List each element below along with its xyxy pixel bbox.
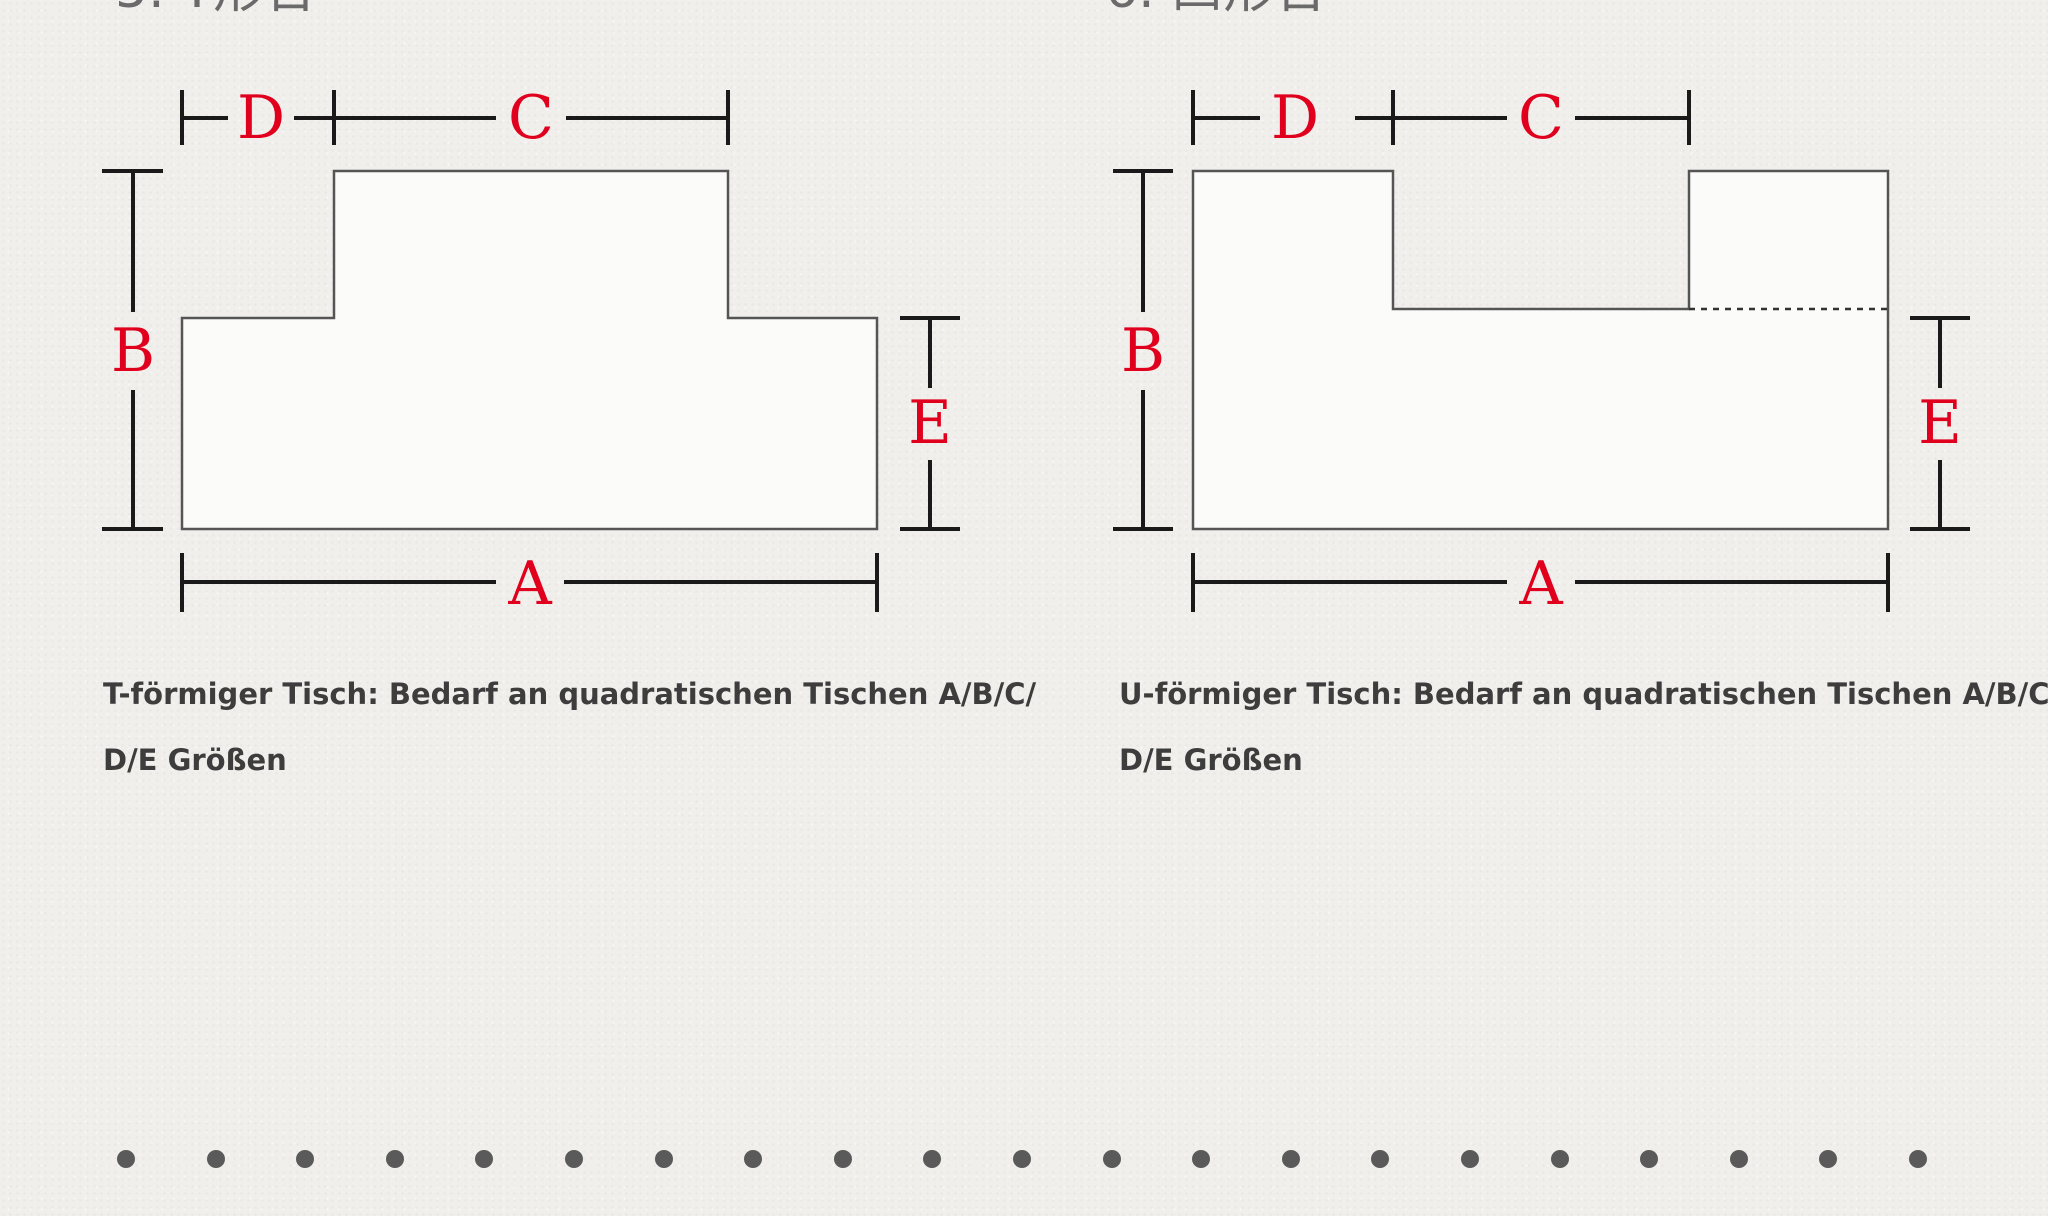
divider-dot bbox=[1819, 1150, 1837, 1168]
label-d: D bbox=[237, 83, 285, 153]
dimension-a bbox=[180, 553, 879, 612]
caption-line: T-förmiger Tisch: Bedarf an quadratische… bbox=[103, 677, 1037, 711]
t-table-heading: 5. T形台 bbox=[115, 0, 317, 16]
divider-dot bbox=[296, 1150, 314, 1168]
u-table-heading: 6. 凹形台 bbox=[1105, 0, 1327, 16]
t-table-caption: T-förmiger Tisch: Bedarf an quadratische… bbox=[103, 661, 1037, 793]
dimension-c bbox=[334, 90, 730, 145]
label-b: B bbox=[1121, 316, 1165, 386]
dimension-b bbox=[102, 169, 163, 531]
divider-dot bbox=[565, 1150, 583, 1168]
divider-dot bbox=[1551, 1150, 1569, 1168]
divider-dot bbox=[1371, 1150, 1389, 1168]
label-d: D bbox=[1271, 83, 1319, 153]
divider-dot bbox=[1282, 1150, 1300, 1168]
divider-dot bbox=[475, 1150, 493, 1168]
t-table-shape bbox=[180, 169, 879, 531]
divider-dot bbox=[1461, 1150, 1479, 1168]
label-c: C bbox=[1518, 83, 1564, 153]
caption-line: U-förmiger Tisch: Bedarf an quadratische… bbox=[1119, 677, 2048, 711]
caption-line: D/E Größen bbox=[103, 743, 287, 777]
dimension-b bbox=[1113, 169, 1173, 531]
label-e: E bbox=[908, 388, 952, 458]
u-table-caption: U-förmiger Tisch: Bedarf an quadratische… bbox=[1119, 661, 2048, 793]
dimension-e bbox=[900, 316, 960, 531]
caption-line: D/E Größen bbox=[1119, 743, 1303, 777]
dimension-e bbox=[1910, 316, 1970, 531]
u-table-diagram: D C B E A bbox=[1113, 83, 1970, 619]
label-b: B bbox=[111, 316, 155, 386]
label-c: C bbox=[508, 83, 554, 153]
label-a: A bbox=[1518, 549, 1563, 619]
divider-dot bbox=[1192, 1150, 1210, 1168]
dimension-c bbox=[1393, 90, 1691, 145]
label-a: A bbox=[507, 549, 552, 619]
divider-dot bbox=[1640, 1150, 1658, 1168]
u-table-shape bbox=[1191, 169, 1890, 531]
divider-dot bbox=[1103, 1150, 1121, 1168]
dotted-divider bbox=[0, 1150, 2048, 1178]
divider-dot bbox=[655, 1150, 673, 1168]
divider-dot bbox=[207, 1150, 225, 1168]
divider-dot bbox=[1013, 1150, 1031, 1168]
divider-dot bbox=[744, 1150, 762, 1168]
divider-dot bbox=[386, 1150, 404, 1168]
divider-dot bbox=[923, 1150, 941, 1168]
t-table-diagram: D C B E A bbox=[102, 83, 960, 619]
divider-dot bbox=[834, 1150, 852, 1168]
divider-dot bbox=[1730, 1150, 1748, 1168]
label-e: E bbox=[1918, 388, 1962, 458]
dimension-a bbox=[1191, 553, 1890, 612]
divider-dot bbox=[1909, 1150, 1927, 1168]
divider-dot bbox=[117, 1150, 135, 1168]
